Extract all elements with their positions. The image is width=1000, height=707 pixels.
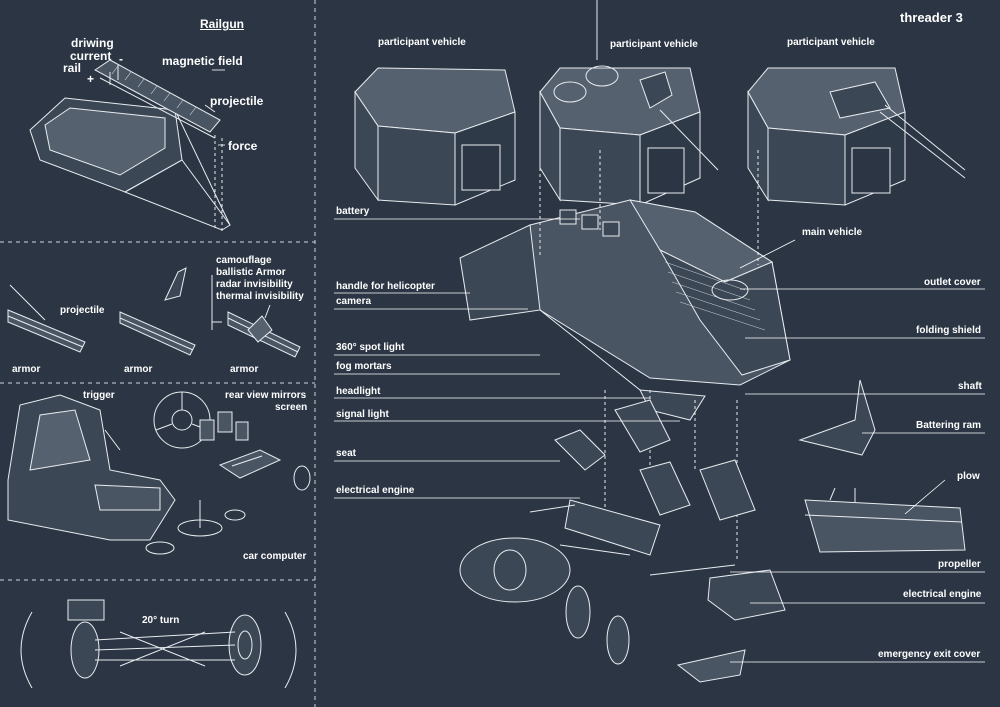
leader-lines <box>204 69 985 663</box>
callout-fog-mortars: fog mortars <box>336 361 392 372</box>
armor-layer-ballistic: ballistic Armor <box>216 267 286 278</box>
exit-cover-drawing <box>676 649 746 683</box>
callout-electrical-engine-left: electrical engine <box>336 485 415 496</box>
callout-signal-light: signal light <box>336 409 389 420</box>
turn-label: 20° turn <box>142 615 180 626</box>
railgun-label-projectile: projectile <box>210 94 264 108</box>
cockpit-drawing <box>7 391 311 555</box>
railgun-label-rail: rail <box>63 61 82 75</box>
callout-spot-light: 360° spot light <box>336 342 405 353</box>
callout-camera: camera <box>336 296 372 307</box>
armor-label-1: armor <box>12 364 41 375</box>
armor-layer-thermal: thermal invisibility <box>216 291 304 302</box>
callout-electrical-engine-right: electrical engine <box>903 589 982 600</box>
railgun-label-magnetic-field: magnetic field <box>162 54 243 68</box>
callout-main-vehicle: main vehicle <box>802 227 863 238</box>
cockpit-mirrors-label: rear view mirrors <box>225 390 307 401</box>
callout-headlight: headlight <box>336 386 381 397</box>
turn-drawing <box>20 599 297 689</box>
plow-drawing <box>804 487 966 553</box>
railgun-label-force: force <box>228 139 258 153</box>
callout-folding-shield: folding shield <box>916 325 981 336</box>
chassis-drawing <box>459 399 786 665</box>
cockpit-screen-label: screen <box>275 402 308 413</box>
participant-vehicle-label-1: participant vehicle <box>378 37 466 48</box>
callout-shaft: shaft <box>958 381 982 392</box>
armor-label-2: armor <box>124 364 153 375</box>
armor-label-3: armor <box>230 364 259 375</box>
diagram-title: threader 3 <box>900 10 963 25</box>
cockpit-computer-label: car computer <box>243 551 307 562</box>
panel-dividers <box>0 0 316 707</box>
cockpit-trigger-label: trigger <box>83 390 115 401</box>
participant-vehicle-2 <box>539 0 719 206</box>
main-vehicle-drawing <box>459 150 791 560</box>
railgun-label-current: current <box>70 49 112 63</box>
railgun-drawing <box>29 59 231 232</box>
participant-vehicle-label-3: participant vehicle <box>787 37 875 48</box>
callout-helicopter-handle: handle for helicopter <box>336 281 435 292</box>
callout-battery: battery <box>336 206 370 217</box>
battering-ram-drawing <box>798 379 876 456</box>
railgun-minus-sign: - <box>119 52 123 66</box>
callout-propeller: propeller <box>938 559 981 570</box>
participant-vehicle-3 <box>747 67 966 206</box>
railgun-heading: Railgun <box>200 17 244 31</box>
armor-projectile-label: projectile <box>60 305 105 316</box>
callout-seat: seat <box>336 448 357 459</box>
callout-plow: plow <box>957 471 980 482</box>
callout-emergency-exit-cover: emergency exit cover <box>878 649 981 660</box>
railgun-plus-sign: + <box>87 72 95 86</box>
railgun-label-driwing: driwing <box>71 36 114 50</box>
armor-layer-radar: radar invisibility <box>216 279 293 290</box>
armor-drawing <box>7 267 301 358</box>
participant-vehicle-label-2: participant vehicle <box>610 39 698 50</box>
participant-vehicle-1 <box>354 67 516 206</box>
armor-layer-camouflage: camouflage <box>216 255 272 266</box>
callout-outlet-cover: outlet cover <box>924 277 981 288</box>
callout-battering-ram: Battering ram <box>916 420 982 431</box>
